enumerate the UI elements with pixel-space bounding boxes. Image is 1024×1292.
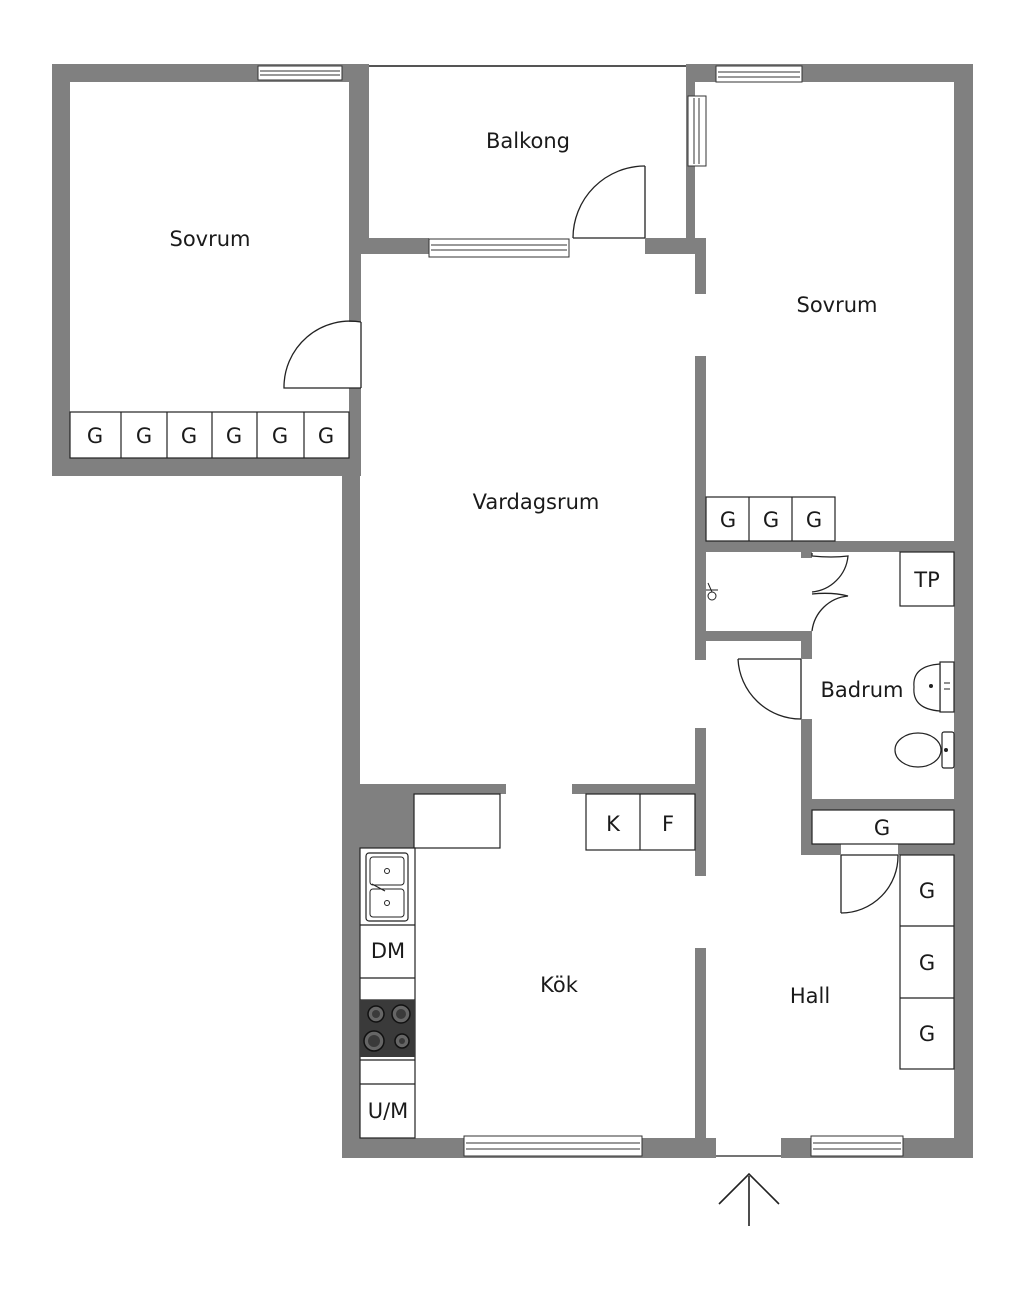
door-swing-icon [840, 854, 899, 914]
windows [257, 65, 904, 1157]
doors [283, 165, 899, 1157]
tp-label: TP [913, 568, 940, 592]
wardrobe-label: G [226, 424, 242, 448]
toilet-icon [894, 731, 955, 769]
wardrobes-left-bedroom: G G G G G G [69, 411, 350, 459]
wall-closet-right-upper [801, 552, 812, 558]
wardrobe-label: G [87, 424, 103, 448]
window-icon [687, 95, 707, 167]
wall-closet-right-lower [801, 631, 812, 659]
window-icon [463, 1135, 643, 1157]
room-label-kok: Kök [540, 973, 579, 997]
door-swing-icon [283, 320, 362, 389]
wall-bedroom-living-lower [349, 388, 361, 476]
room-label-badrum: Badrum [820, 678, 903, 702]
k-label: K [606, 812, 621, 836]
window-icon [428, 238, 570, 258]
wall-kitchen-hall-lower [695, 948, 706, 1158]
door-swing-icon [737, 658, 802, 720]
wall-left-bedroom [52, 64, 70, 476]
wardrobe-label: G [136, 424, 152, 448]
wall-bedroom-living-upper [349, 64, 361, 322]
wardrobe-label: G [272, 424, 288, 448]
wardrobes-hall: G G G [899, 854, 955, 1070]
wall-closet-bottom [706, 631, 812, 641]
wall-living-right-top [695, 238, 706, 294]
wash-basin-icon [913, 661, 955, 713]
wall-kitchen-corner [342, 784, 414, 848]
wall-ledge-kf [572, 784, 706, 794]
wardrobe-label: G [874, 816, 890, 840]
wall-right [954, 64, 973, 1158]
kitchen-sink-icon [365, 852, 409, 922]
wardrobe-label: G [720, 508, 736, 532]
room-label-sovrum-left: Sovrum [169, 227, 250, 251]
drying-cabinet: TP [899, 551, 955, 607]
wall-living-bedroom-right [695, 356, 706, 660]
window-icon [715, 65, 803, 83]
wall-badrum-bottom [801, 799, 954, 810]
kitchen-cabinet [413, 793, 501, 849]
door-swing-icon [811, 553, 849, 632]
window-icon [257, 65, 343, 81]
wall-badrum-left [801, 719, 812, 855]
wardrobe-label: G [318, 424, 334, 448]
room-label-sovrum-right: Sovrum [796, 293, 877, 317]
room-label-hall: Hall [790, 984, 830, 1008]
wardrobe-label: G [806, 508, 822, 532]
wall-kitchen-hall-upper [695, 728, 706, 876]
um-label: U/M [368, 1099, 409, 1123]
tap-icon [706, 582, 718, 601]
room-label-balkong: Balkong [486, 129, 570, 153]
wall-balcony-bottom-right [645, 238, 697, 254]
wardrobes-right-bedroom: G G G [705, 496, 836, 542]
door-swing-icon [572, 165, 646, 239]
wall-bottom-left-bedroom [52, 458, 360, 476]
f-label: F [662, 812, 674, 836]
wall-bedroom-right-bottom [706, 541, 954, 552]
room-label-vardagsrum: Vardagsrum [473, 490, 600, 514]
wall-ledge-left [414, 784, 506, 794]
wardrobe-label: G [181, 424, 197, 448]
wall-balcony-left [361, 64, 369, 254]
wardrobe-label: G [919, 951, 935, 975]
wardrobe-label: G [919, 879, 935, 903]
dm-label: DM [371, 939, 405, 963]
wardrobe-label: G [763, 508, 779, 532]
entrance-arrow-icon [718, 1172, 780, 1226]
fridge-freezer: K F [585, 793, 696, 851]
wall-hall-closet-bottom [801, 844, 841, 855]
wall-hall-closet-bottom-right [898, 844, 954, 855]
stove-hob-icon [360, 1000, 415, 1057]
wall-balcony-bottom-left [361, 238, 429, 254]
window-icon [810, 1135, 904, 1157]
hall-closet: G [811, 809, 955, 845]
wardrobe-label: G [919, 1022, 935, 1046]
